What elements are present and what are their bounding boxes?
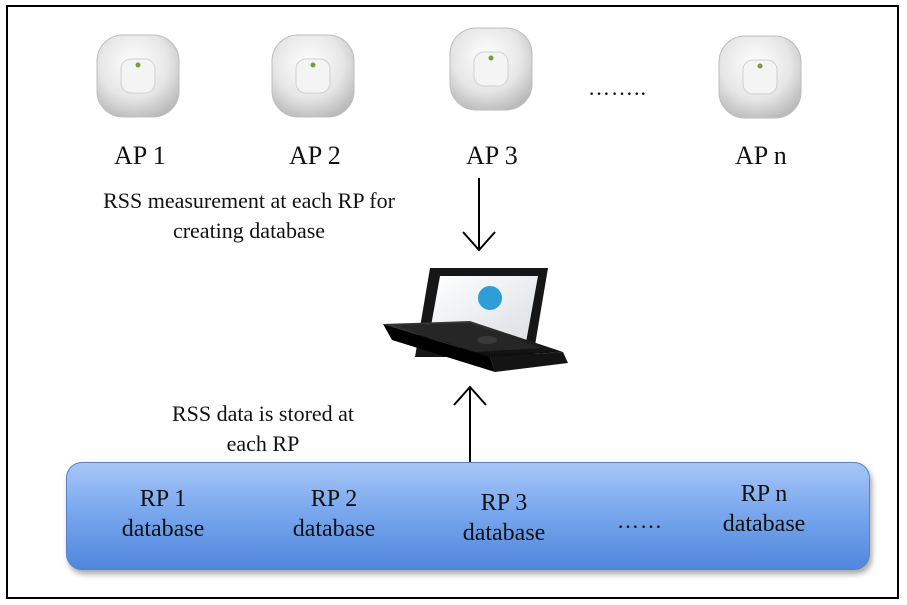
ap-label-1: AP 1 [114, 141, 166, 170]
database-label-line1: RP 1 [139, 486, 187, 512]
database-rp-n: RP n database [699, 479, 829, 539]
database-rp-2: RP 2 database [269, 484, 399, 544]
storage-note-line1: RSS data is stored at [171, 401, 355, 426]
database-ellipsis: …… [617, 508, 663, 533]
database-rp-1: RP 1 database [98, 484, 228, 544]
access-point-icon [449, 27, 533, 111]
measurement-note: RSS measurement at each RP for creating … [46, 186, 452, 246]
access-point-icon [718, 35, 802, 119]
database-label-line2: database [462, 520, 546, 546]
ap-ellipsis: …….. [588, 75, 647, 100]
access-point-icon [271, 34, 355, 118]
ap-label-n: AP n [735, 141, 787, 170]
measurement-note-line1: RSS measurement at each RP for [103, 188, 395, 213]
down-arrow [462, 178, 496, 252]
ap-label-2: AP 2 [289, 141, 341, 170]
measurement-note-line2: creating database [172, 218, 326, 243]
up-arrow [453, 385, 487, 462]
database-label-line1: RP n [740, 481, 788, 507]
database-label-line1: RP 2 [310, 486, 358, 512]
database-label-line2: database [121, 516, 205, 542]
ap-label-3: AP 3 [466, 141, 518, 170]
database-label-line2: database [722, 511, 806, 537]
database-rp-3: RP 3 database [439, 488, 569, 548]
database-label-line1: RP 3 [480, 490, 528, 516]
storage-note: RSS data is stored at each RP [132, 399, 394, 459]
database-label-line2: database [292, 516, 376, 542]
storage-note-line2: each RP [226, 431, 300, 456]
laptop-icon [383, 268, 568, 372]
access-point-icon [96, 34, 180, 118]
database-bar [66, 462, 870, 570]
